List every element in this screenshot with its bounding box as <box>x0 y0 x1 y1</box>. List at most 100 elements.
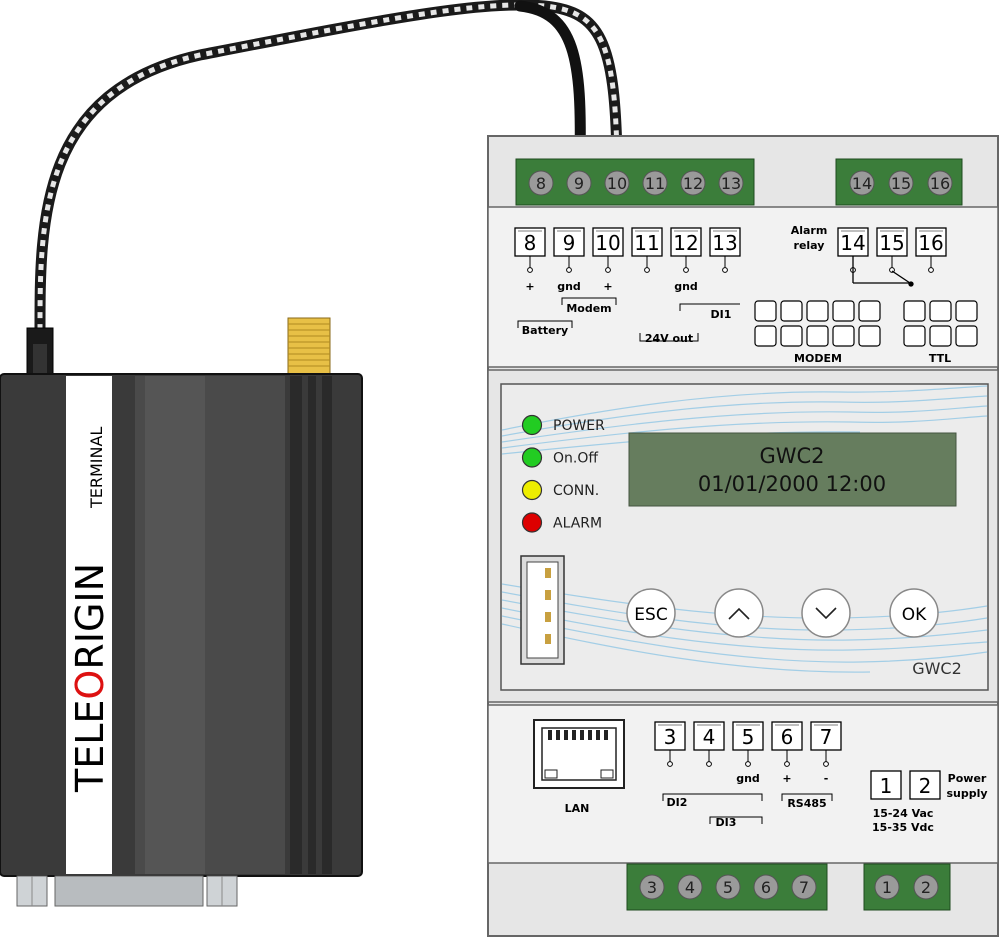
bottom-strip-screw-label: 7 <box>799 878 809 897</box>
lower-terminal-label: 3 <box>664 725 677 749</box>
top-right-strip-screw-label: 16 <box>930 174 950 193</box>
top-strip-screw-label: 13 <box>721 174 741 193</box>
down-button[interactable] <box>801 588 851 638</box>
upper-pin <box>566 267 572 273</box>
esc-button[interactable]: ESC <box>626 588 676 638</box>
top-terminal-block <box>515 158 755 206</box>
ttl-connector-grid <box>903 300 978 347</box>
ttlGrid-pin <box>903 325 926 347</box>
upper-pin-label: gnd <box>557 280 581 293</box>
voltage-dc-label: 15-35 Vdc <box>872 821 934 834</box>
front-model-label: GWC2 <box>912 659 962 678</box>
power-terminal-box <box>870 770 902 800</box>
up-button[interactable] <box>714 588 764 638</box>
upper-terminal-label: 8 <box>524 231 537 255</box>
modemGrid-pin <box>832 325 855 347</box>
modemGrid-pin <box>858 300 881 322</box>
top-right-strip-screw-14 <box>849 170 875 196</box>
bottom-strip-screw-label: 4 <box>685 878 695 897</box>
led-power <box>521 414 543 436</box>
modemGrid-pin <box>780 325 803 347</box>
power-terminal-label: 2 <box>919 774 932 798</box>
di1-group-label: DI1 <box>711 308 732 321</box>
modem-terminal-label: TERMINAL <box>87 427 106 509</box>
di3-group-label: DI3 <box>716 816 737 829</box>
lower-pin <box>745 761 751 767</box>
upper-terminal-label: 11 <box>634 231 659 255</box>
modemGrid-pin <box>832 300 855 322</box>
power-supply-label-1: Power <box>948 772 987 785</box>
upper-pin <box>683 267 689 273</box>
modemGrid-pin <box>780 300 803 322</box>
modemGrid-pin <box>806 325 829 347</box>
chevron-up-icon <box>728 607 750 620</box>
ttlGrid-pin <box>955 300 978 322</box>
ok-button[interactable]: OK <box>889 588 939 638</box>
modem-device: TELEORIGIN TERMINAL <box>0 317 363 907</box>
modem-brand: TELEORIGIN <box>68 563 112 793</box>
lan-port <box>533 719 625 789</box>
upper-pin <box>722 267 728 273</box>
bottom-strip-screw-label: 5 <box>723 878 733 897</box>
upper-pin-label: + <box>603 280 612 293</box>
ttlGrid-pin <box>903 300 926 322</box>
led-label: POWER <box>553 418 605 434</box>
bottom-strip-screw-5 <box>715 874 741 900</box>
top-strip-screw-label: 10 <box>607 174 627 193</box>
bottom-strip-screw-7 <box>791 874 817 900</box>
top-strip-screw-label: 12 <box>683 174 703 193</box>
upper-pin-label: + <box>525 280 534 293</box>
relay-terminal-label: 15 <box>879 231 904 255</box>
modemGrid-pin <box>754 300 777 322</box>
top-strip-screw-10 <box>604 170 630 196</box>
upper-terminal-label: 13 <box>712 231 737 255</box>
modem-serial-port <box>54 875 204 907</box>
top-strip-screw-label: 9 <box>574 174 584 193</box>
antenna <box>287 317 331 377</box>
ttlGrid-pin <box>929 300 952 322</box>
modemGrid-pin <box>806 300 829 322</box>
lcd-line-2: 01/01/2000 12:00 <box>698 472 886 496</box>
chevron-down-icon <box>815 607 837 620</box>
bottom-strip-screw-4 <box>677 874 703 900</box>
lower-terminal-label: 4 <box>703 725 716 749</box>
bottom-strip-screw-3 <box>639 874 665 900</box>
svg-text:ESC: ESC <box>634 605 667 625</box>
lower-pin <box>667 761 673 767</box>
power-terminal-box <box>909 770 941 800</box>
led-alarm <box>521 512 543 533</box>
top-right-strip-screw-16 <box>927 170 953 196</box>
rs485-group-label: RS485 <box>787 797 826 810</box>
modem-group-label: Modem <box>566 302 611 315</box>
upper-pin <box>605 267 611 273</box>
led-onoff <box>521 447 543 468</box>
upper-pin-label: gnd <box>674 280 698 293</box>
top-right-strip-screw-label: 14 <box>852 174 872 193</box>
lower-pin-label: gnd <box>736 772 760 785</box>
lower-pin-label: - <box>824 772 829 785</box>
bottom-strip-screw-6 <box>753 874 779 900</box>
upper-pin <box>644 267 650 273</box>
relay-terminal-box <box>837 227 869 257</box>
led-label: ALARM <box>553 516 602 532</box>
upper-group-brackets <box>517 297 740 342</box>
top-right-strip-screw-15 <box>888 170 914 196</box>
modem-connector-grid <box>754 300 881 347</box>
bottom-right-strip-screw-label: 1 <box>882 878 892 897</box>
relay-terminal-label: 14 <box>840 231 865 255</box>
bottom-strip-screw-label: 3 <box>647 878 657 897</box>
relay-contact-drawing <box>852 256 914 287</box>
alarm-relay-label-1: Alarm <box>791 224 828 237</box>
lower-group-brackets <box>662 793 833 824</box>
lower-pin <box>823 761 829 767</box>
top-strip-screw-8 <box>528 170 554 196</box>
lcd-display <box>628 432 957 507</box>
modemGrid-pin <box>858 325 881 347</box>
bottom-strip-screw-label: 6 <box>761 878 771 897</box>
relay-pin <box>928 267 934 273</box>
ttlGrid-pin <box>955 325 978 347</box>
lower-terminal-label: 7 <box>820 725 833 749</box>
bottom-right-strip-screw-1 <box>874 874 900 900</box>
